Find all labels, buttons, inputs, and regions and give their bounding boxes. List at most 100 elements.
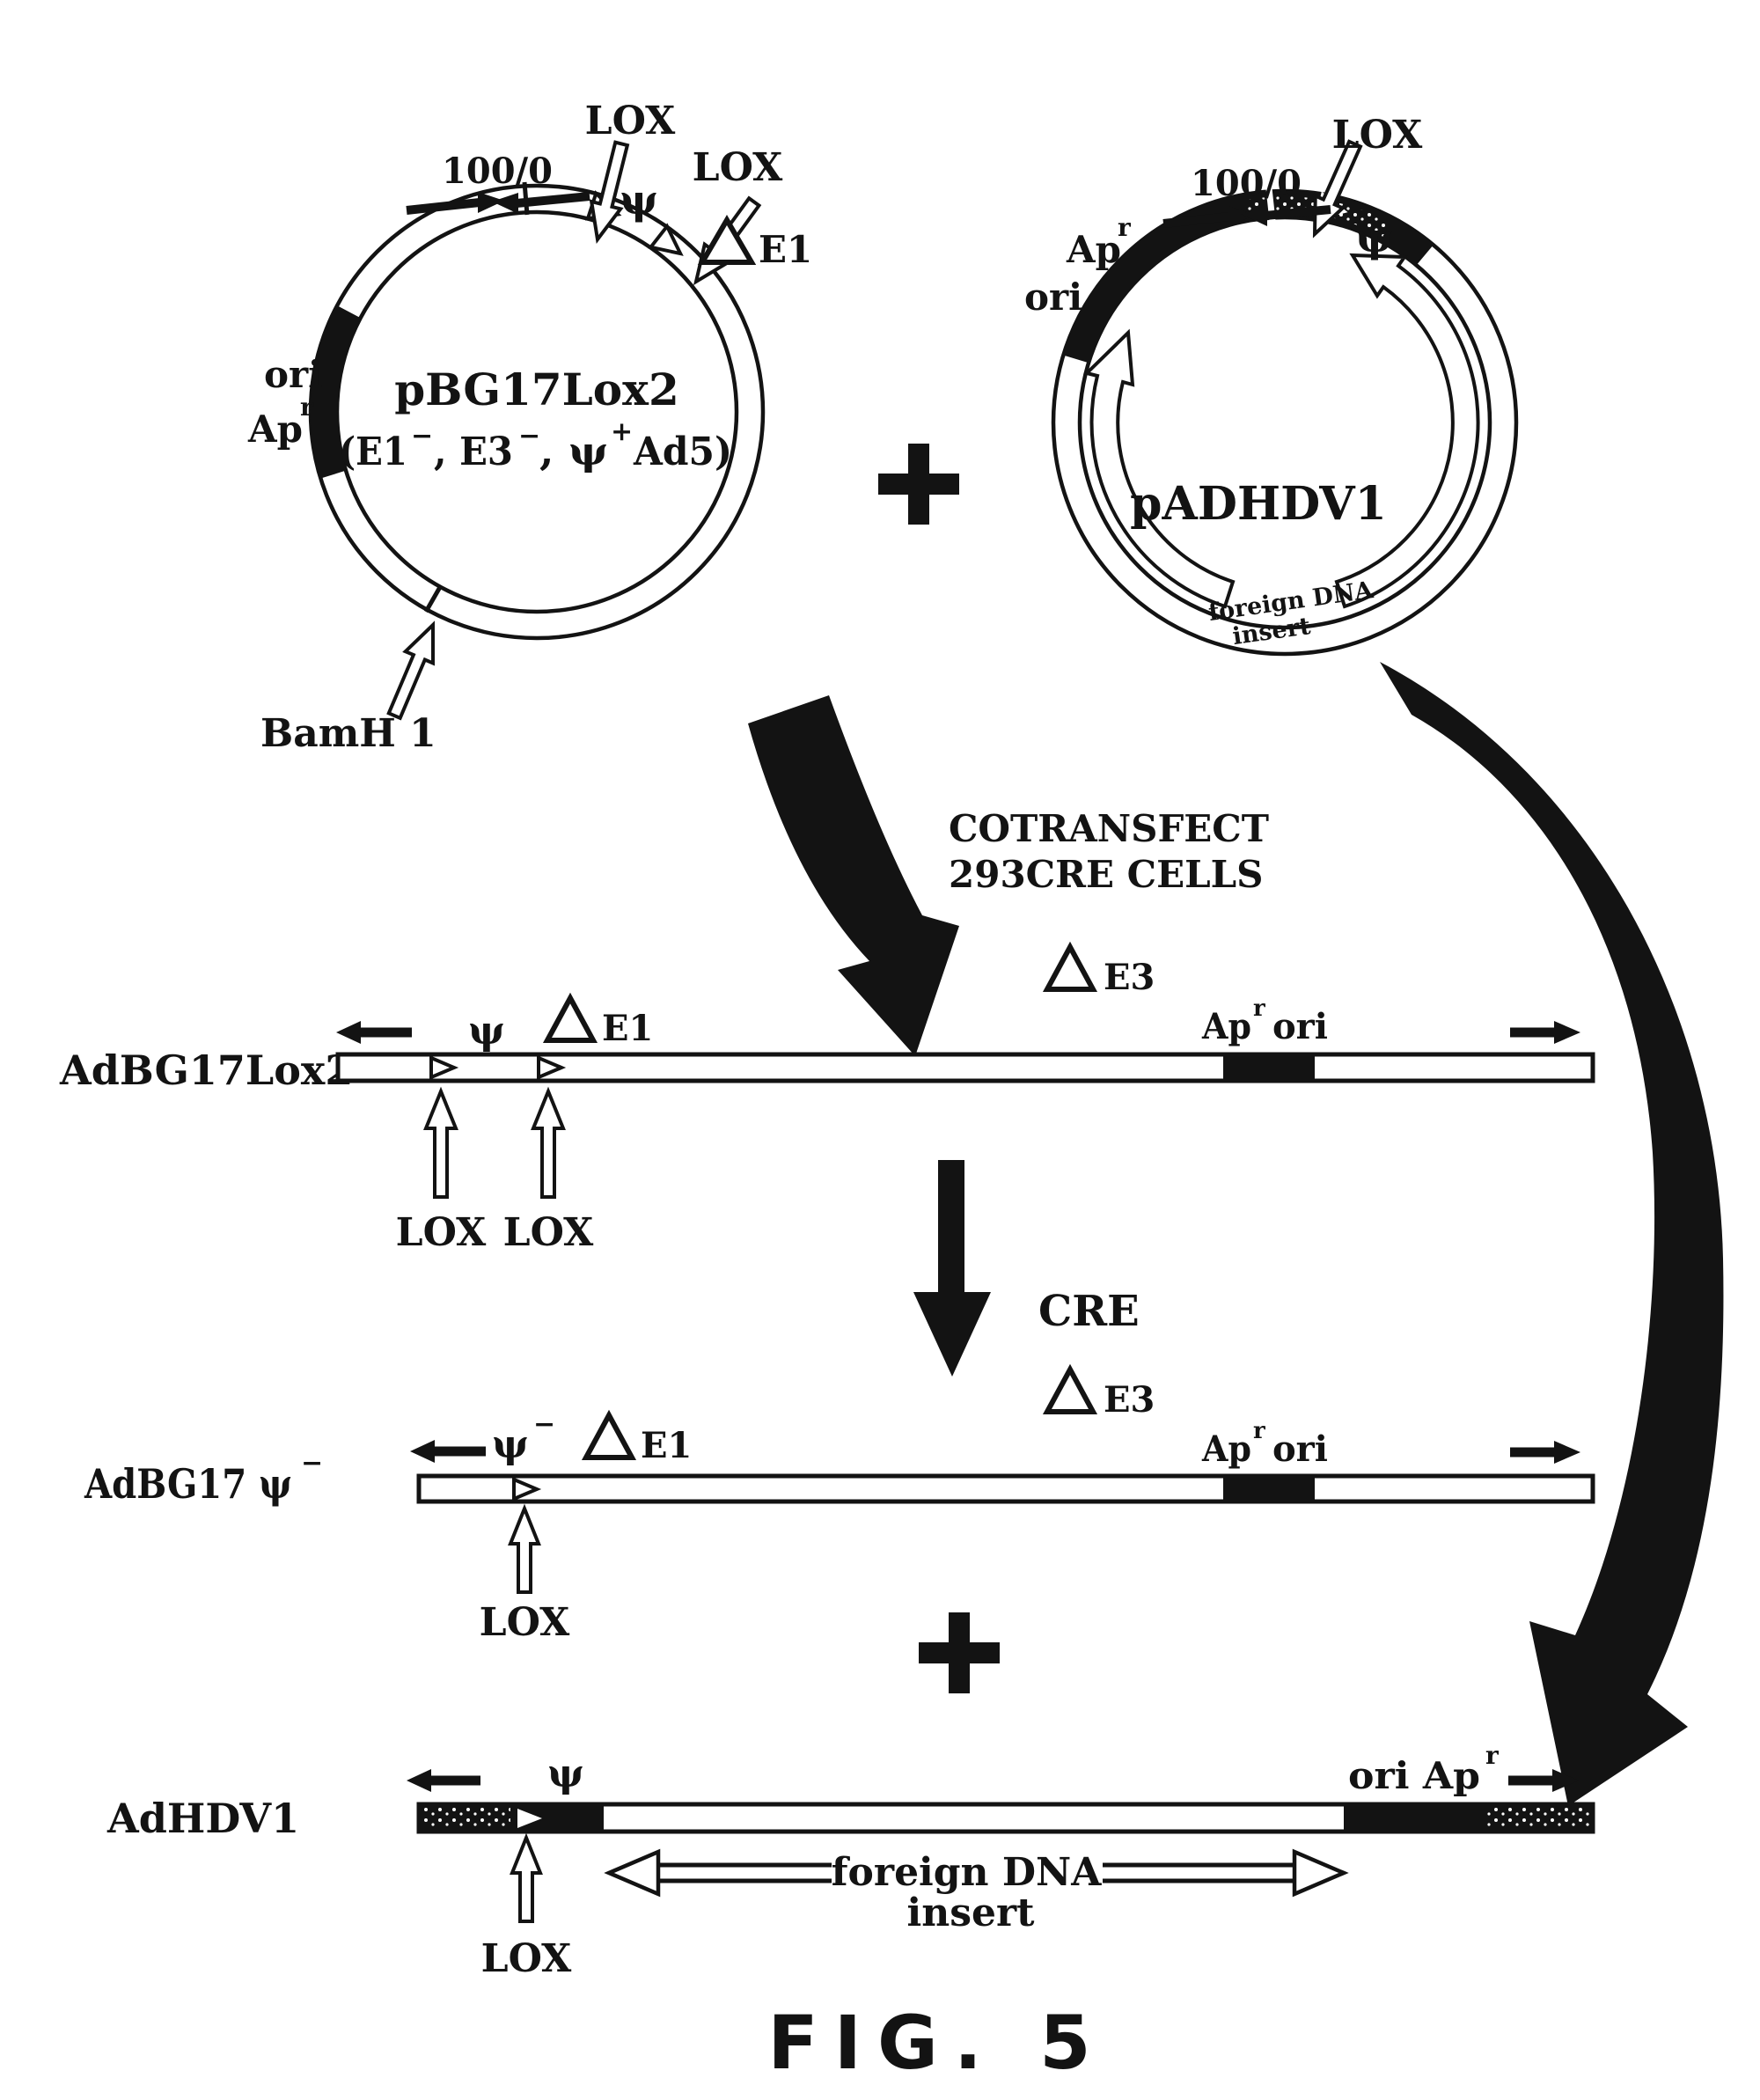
map1-name: AdBG17Lox2 <box>59 1046 353 1094</box>
map3-right-speckle <box>1487 1807 1589 1829</box>
left-plasmid: 100/0 LOX LOX ψ E1 ori Ap r pBG17Lox2 (E… <box>247 99 812 756</box>
map-adbg17-psi-minus: AdBG17 ψ − ψ − E1 E3 Ap r ori LOX <box>84 1363 1595 1645</box>
map1-right-itr-arrow <box>1510 1021 1580 1044</box>
right-plasmid: Ap r ori 100/0 LOX ψ pADHDV1 foreign DNA… <box>1024 113 1519 657</box>
plus-sign-top <box>878 444 959 525</box>
map2-apr-ori-segment <box>1223 1476 1315 1502</box>
cotransfect-line1: COTRANSFECT <box>949 807 1269 850</box>
genotype-sup2: − <box>518 421 540 452</box>
cotransfect-line2: 293CRE CELLS <box>949 853 1263 896</box>
map3-lox-label: LOX <box>481 1936 572 1981</box>
left-plasmid-ori-label: ori <box>264 353 322 396</box>
map1-e1-label: E1 <box>602 1008 653 1049</box>
map2-name-sup: − <box>301 1448 323 1479</box>
bamh1-site-tick <box>423 585 443 613</box>
map3-lox-arrow <box>510 1836 542 1923</box>
map1-ori-label: ori <box>1272 1006 1328 1047</box>
left-plasmid-e1-label: E1 <box>759 228 812 271</box>
inner-curved-arrow-right <box>1334 253 1480 609</box>
map1-apr-ori-segment <box>1223 1054 1315 1081</box>
map3-right-itr-arrow <box>1508 1769 1579 1792</box>
map1-lox-label-1: LOX <box>396 1210 487 1255</box>
map-adbg17lox2: AdBG17Lox2 ψ E1 E3 Ap r ori LOX LOX <box>59 941 1595 1255</box>
map2-delta-e3-triangle <box>1042 1363 1098 1414</box>
right-plasmid-psi-label: ψ <box>1355 214 1393 261</box>
map2-ori-label: ori <box>1272 1428 1328 1470</box>
genotype-part3: , ψ <box>539 430 608 474</box>
foreign-dna-insert-arrow <box>604 1848 1349 1898</box>
cre-arrow-head <box>913 1292 991 1377</box>
cotransfect-step: COTRANSFECT 293CRE CELLS <box>949 807 1269 896</box>
map1-delta-e1-triangle <box>542 992 598 1043</box>
right-plasmid-lox-label: LOX <box>1332 113 1423 158</box>
left-plasmid-psi-label: ψ <box>620 176 657 224</box>
map2-e3-label: E3 <box>1104 1379 1155 1421</box>
map2-delta-e1-triangle <box>581 1409 637 1460</box>
right-plasmid-origin-label: 100/0 <box>1191 163 1302 204</box>
cre-label: CRE <box>1038 1287 1140 1336</box>
map2-left-itr-arrow <box>410 1440 486 1463</box>
right-plasmid-ori-label: ori <box>1024 275 1082 319</box>
inner-curved-arrow-left <box>1083 328 1236 609</box>
map2-lox-label: LOX <box>480 1600 570 1645</box>
left-plasmid-genotype: (E1 − , E3 − , ψ + Ad5) <box>339 416 732 474</box>
genotype-part4: Ad5) <box>633 430 732 474</box>
map3-insert-line2: insert <box>907 1891 1036 1935</box>
map1-delta-e3-triangle <box>1042 941 1098 992</box>
map1-left-itr-arrow <box>336 1021 412 1044</box>
map3-name: AdHDV1 <box>106 1795 299 1842</box>
left-origin-converging-arrows <box>406 192 590 215</box>
cre-arrow-stem <box>938 1160 964 1294</box>
carryover-curved-arrow <box>1380 662 1724 1806</box>
map2-right-itr-arrow <box>1510 1441 1580 1464</box>
map1-lox-arrow-2 <box>532 1090 565 1199</box>
map1-ap-sup: r <box>1253 995 1265 1022</box>
map2-ap-label: Ap <box>1201 1428 1251 1470</box>
genotype-part1: (E1 <box>339 430 407 474</box>
map3-insert-line1: foreign DNA <box>832 1850 1103 1895</box>
genotype-sup1: − <box>411 421 433 452</box>
cotransfect-curved-arrow <box>748 695 959 1056</box>
right-plasmid-name: pADHDV1 <box>1130 477 1387 531</box>
map1-e3-label: E3 <box>1104 957 1155 998</box>
map1-lox-label-2: LOX <box>503 1210 594 1255</box>
map-adhdv1: AdHDV1 ψ ori Ap r LOX foreign DNA in <box>106 1741 1595 1981</box>
left-plasmid-ap-label: Ap <box>247 408 303 451</box>
delta-triangle-e1-left-plasmid <box>697 215 757 265</box>
cre-step: CRE <box>913 1160 1140 1377</box>
plus-sign-bottom <box>919 1612 1000 1693</box>
left-plasmid-name: pBG17Lox2 <box>394 363 679 415</box>
map2-name: AdBG17 ψ <box>84 1460 292 1508</box>
right-plasmid-ap-sup: r <box>1118 213 1132 242</box>
map1-lox-arrow-1 <box>424 1090 458 1199</box>
map3-left-speckle <box>422 1807 510 1829</box>
map3-psi-label: ψ <box>547 1751 583 1796</box>
left-plasmid-lox-label-2: LOX <box>693 145 783 190</box>
right-plasmid-ap-label: Ap <box>1066 228 1121 271</box>
genotype-sup3: + <box>611 416 633 447</box>
map3-ori-ap-label: ori Ap <box>1348 1754 1480 1797</box>
map1-genome-bar <box>335 1052 1595 1083</box>
map2-psi-label: ψ <box>492 1422 528 1467</box>
map2-e1-label: E1 <box>641 1425 692 1466</box>
map3-ori-ap-sup: r <box>1485 1741 1500 1770</box>
bamh1-pointer-arrow <box>381 619 447 721</box>
left-plasmid-ori-ap-segment <box>310 305 361 479</box>
right-origin-converging-arrows <box>1162 205 1331 228</box>
map3-lox-site-triangle <box>517 1809 542 1828</box>
right-plasmid-inner-ring <box>1077 215 1492 630</box>
bamh1-label: BamH 1 <box>260 711 436 756</box>
left-plasmid-ap-sup: r <box>300 393 314 422</box>
figure-caption: FIG. 5 <box>767 2000 1106 2086</box>
left-plasmid-lox-label-1: LOX <box>585 99 676 143</box>
map2-psi-sup: − <box>533 1409 555 1440</box>
map1-ap-label: Ap <box>1201 1006 1251 1047</box>
map3-left-itr-arrow <box>407 1769 480 1792</box>
map2-ap-sup: r <box>1253 1418 1265 1444</box>
map2-genome-bar <box>416 1473 1595 1504</box>
map1-psi-label: ψ <box>468 1009 504 1054</box>
genotype-part2: , E3 <box>434 430 513 474</box>
map2-lox-arrow <box>509 1507 540 1594</box>
